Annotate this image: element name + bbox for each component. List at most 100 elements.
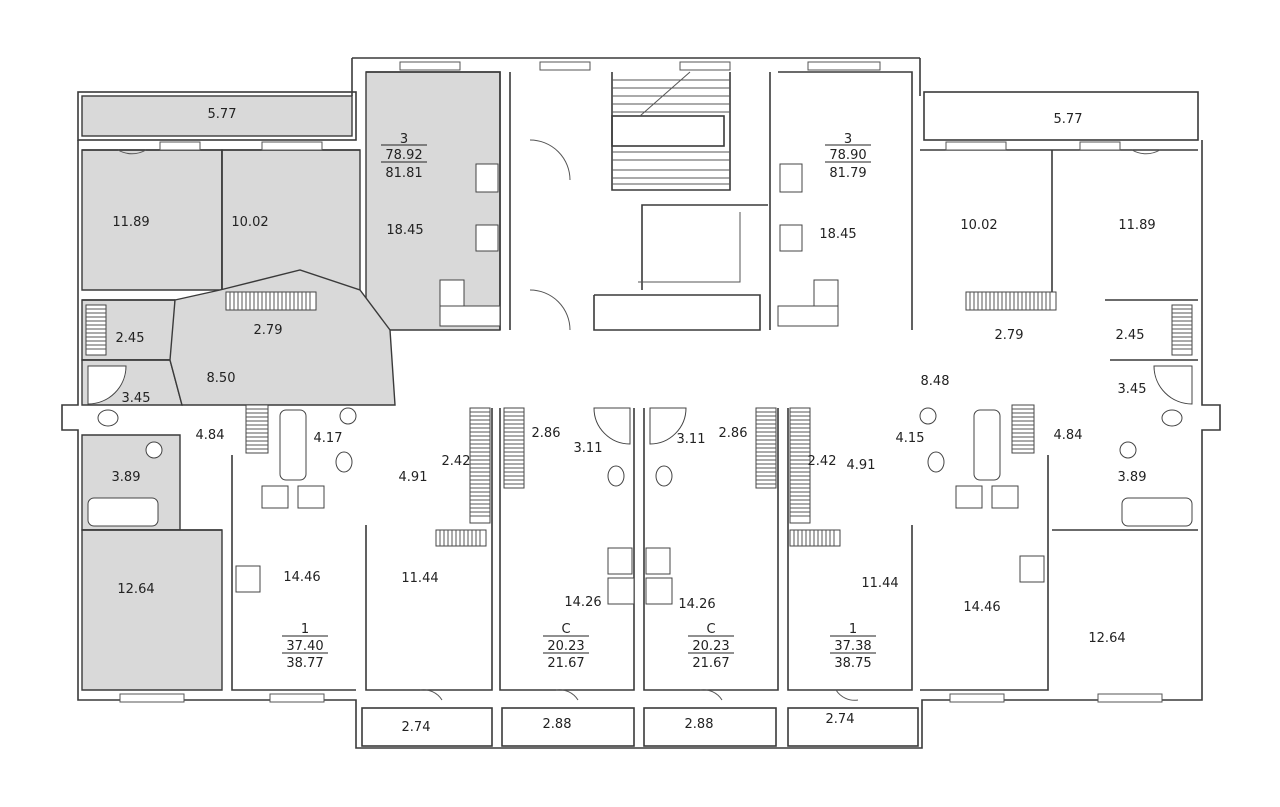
area-right-bath-1: 4.15: [896, 431, 925, 446]
stove-icon: [607, 547, 633, 575]
sink-icon: [261, 485, 289, 509]
closets: [85, 291, 1193, 547]
shower-icon: [1153, 365, 1193, 405]
toilet-icon: [97, 409, 119, 427]
sink-icon: [779, 224, 803, 252]
svg-text:3: 3: [844, 132, 852, 147]
area-left-balc-1: 2.74: [402, 720, 431, 735]
fridge-icon: [955, 485, 983, 509]
area-right-kitchen-3: 18.45: [819, 227, 856, 242]
area-left-bath-a: 3.45: [122, 391, 151, 406]
area-right-s-bath: 3.11: [677, 432, 706, 447]
toilet-icon: [335, 451, 353, 473]
studio-left-label: С 20.23 21.67: [543, 622, 589, 671]
area-left-kitchen-3: 18.45: [386, 223, 423, 238]
apartment-labels: 3 78.92 81.81 3 78.90 81.79 1 37.40 38.7…: [282, 132, 876, 671]
area-right-bath-b: 3.89: [1118, 470, 1147, 485]
sink-icon: [991, 485, 1019, 509]
sink-icon: [475, 224, 499, 252]
area-left-balcony-top: 5.77: [208, 107, 237, 122]
area-left-closet-b: 2.79: [254, 323, 283, 338]
toilet-icon: [1161, 409, 1183, 427]
svg-text:3: 3: [400, 132, 408, 147]
svg-text:78.90: 78.90: [829, 148, 866, 163]
area-right-corr-1: 4.91: [847, 458, 876, 473]
area-right-closet-a: 2.45: [1116, 328, 1145, 343]
windows: [119, 61, 1163, 703]
apartment-3-right-label: 3 78.90 81.79: [825, 132, 871, 181]
area-right-kitchen-1: 14.46: [963, 600, 1000, 615]
svg-text:1: 1: [849, 622, 857, 637]
apartment-3-left-label: 3 78.92 81.81: [381, 132, 427, 181]
svg-text:37.40: 37.40: [286, 639, 323, 654]
apartment-1-left-label: 1 37.40 38.77: [282, 622, 328, 671]
svg-text:81.79: 81.79: [829, 166, 866, 181]
apartment-3-left-shade: [81, 71, 501, 691]
sink-icon: [145, 441, 163, 459]
stove-icon: [645, 547, 671, 575]
toilet-icon: [655, 465, 673, 487]
area-left-bath-1: 4.17: [314, 431, 343, 446]
area-left-s-bath: 3.11: [574, 441, 603, 456]
area-right-room-a: 11.89: [1118, 218, 1155, 233]
bathtub-icon: [279, 409, 307, 481]
area-left-s-balc: 2.88: [543, 717, 572, 732]
fridge-icon: [607, 577, 635, 605]
area-right-balc-1: 2.74: [826, 712, 855, 727]
sink-icon: [1119, 441, 1137, 459]
area-right-s-corr: 2.86: [719, 426, 748, 441]
svg-text:81.81: 81.81: [385, 166, 422, 181]
area-labels: 5.77 11.89 10.02 18.45 2.45 2.79 8.50 3.…: [112, 107, 1156, 735]
sink-icon: [919, 407, 937, 425]
area-right-closet-1: 2.42: [808, 454, 837, 469]
svg-text:1: 1: [301, 622, 309, 637]
apartment-1-right-label: 1 37.38 38.75: [830, 622, 876, 671]
area-left-room-1: 11.44: [401, 571, 438, 586]
bathtub-icon: [973, 409, 1001, 481]
studio-right-label: С 20.23 21.67: [688, 622, 734, 671]
bathtub-icon: [1121, 497, 1193, 527]
area-right-balcony-top: 5.77: [1054, 112, 1083, 127]
shower-icon: [593, 407, 631, 445]
area-left-hall: 8.50: [207, 371, 236, 386]
staircase: [612, 71, 730, 185]
area-right-s-room: 14.26: [678, 597, 715, 612]
fridge-icon: [645, 577, 673, 605]
area-left-closet-a: 2.45: [116, 331, 145, 346]
area-right-room-b: 10.02: [960, 218, 997, 233]
svg-text:С: С: [561, 622, 570, 637]
stove-icon: [813, 279, 839, 307]
area-right-room-c: 12.64: [1088, 631, 1125, 646]
svg-text:21.67: 21.67: [547, 656, 584, 671]
area-right-hall-b: 4.84: [1054, 428, 1083, 443]
sink-icon: [339, 407, 357, 425]
svg-text:38.77: 38.77: [286, 656, 323, 671]
area-left-room-b: 10.02: [231, 215, 268, 230]
fridge-icon: [297, 485, 325, 509]
toilet-icon: [927, 451, 945, 473]
area-left-kitchen-1: 14.46: [283, 570, 320, 585]
fridge-icon: [475, 163, 499, 193]
stove-icon: [439, 279, 465, 307]
svg-text:38.75: 38.75: [834, 656, 871, 671]
fridge-icon: [779, 163, 803, 193]
area-left-s-corr: 2.86: [532, 426, 561, 441]
svg-text:21.67: 21.67: [692, 656, 729, 671]
stove-icon: [235, 565, 261, 593]
svg-text:78.92: 78.92: [385, 148, 422, 163]
area-right-closet-b: 2.79: [995, 328, 1024, 343]
shower-icon: [87, 365, 127, 405]
kitchen-fixtures: [235, 163, 1045, 605]
area-right-hall: 8.48: [921, 374, 950, 389]
svg-text:С: С: [706, 622, 715, 637]
bathtub-icon: [87, 497, 159, 527]
area-left-room-a: 11.89: [112, 215, 149, 230]
area-left-bath-b: 3.89: [112, 470, 141, 485]
shower-icon: [649, 407, 687, 445]
svg-text:20.23: 20.23: [547, 639, 584, 654]
area-left-room-c: 12.64: [117, 582, 154, 597]
area-right-room-1: 11.44: [861, 576, 898, 591]
area-right-bath-a: 3.45: [1118, 382, 1147, 397]
area-left-closet-1: 2.42: [442, 454, 471, 469]
